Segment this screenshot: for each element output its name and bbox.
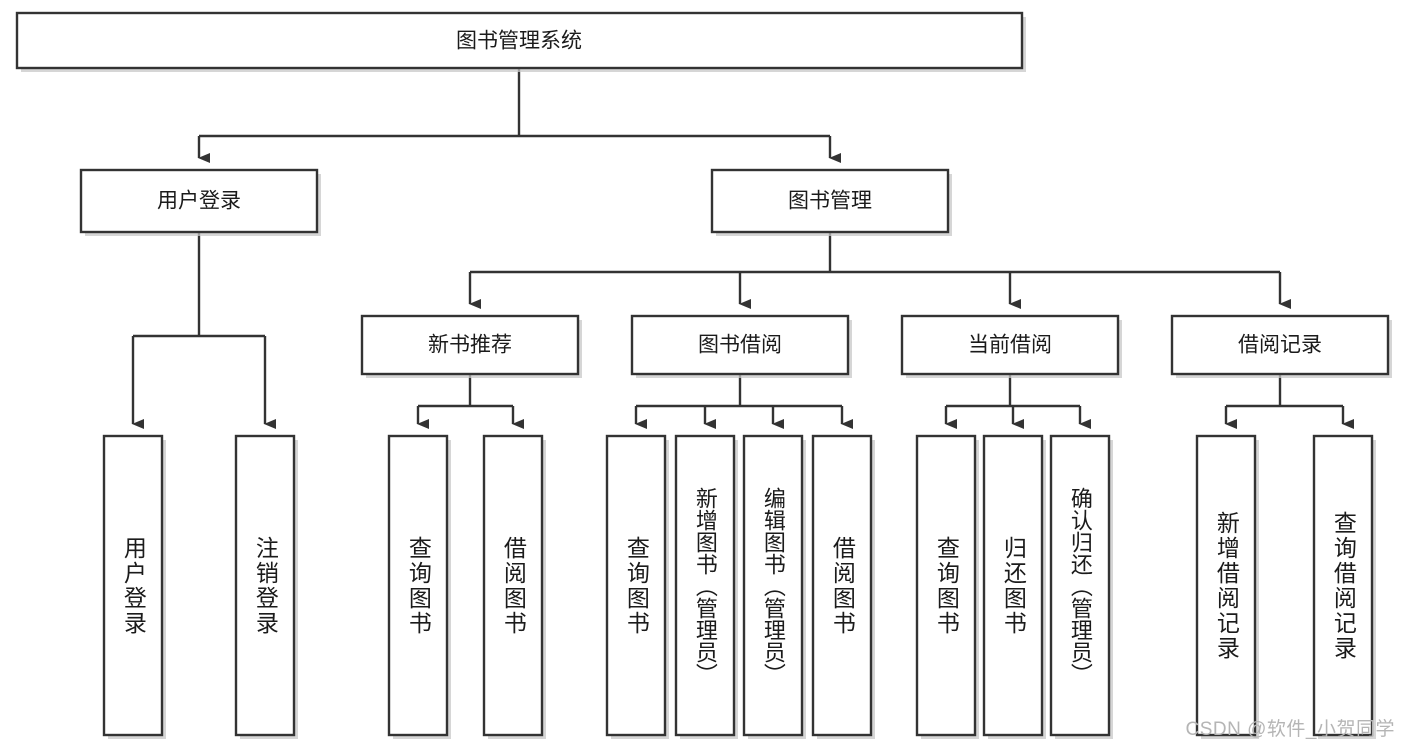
node-book-borrow-rect — [630, 314, 850, 376]
connector-group-book-manage-to-level3 — [468, 232, 1291, 309]
leaf-group-borrow-record — [1195, 434, 1376, 739]
leaf-group-book-borrow — [605, 434, 875, 739]
node-book-manage[interactable]: 图书管理 — [710, 168, 952, 236]
leaf-add-book-rect[interactable] — [674, 434, 736, 737]
node-book-manage-rect — [710, 168, 950, 234]
leaf-query-book-2-rect[interactable] — [605, 434, 667, 737]
node-current-borrow-rect — [900, 314, 1120, 376]
connector-group-borrow-record-to-leaves — [1224, 374, 1354, 429]
leaf-group-new-book-recommend — [387, 434, 546, 739]
connector-group-root-to-level2 — [197, 68, 841, 163]
leaf-borrow-book-1-rect[interactable] — [482, 434, 544, 737]
leaf-confirm-return-rect[interactable] — [1049, 434, 1111, 737]
node-root-system[interactable]: 图书管理系统 — [15, 11, 1026, 72]
node-user-login-rect — [79, 168, 319, 234]
leaf-add-record-rect[interactable] — [1195, 434, 1257, 737]
connector-group-current-borrow-to-leaves — [944, 374, 1091, 429]
leaf-group-current-borrow — [915, 434, 1113, 739]
node-new-book-label: 新书推荐 — [428, 334, 512, 357]
node-borrow-record-rect — [1170, 314, 1390, 376]
leaf-logout-login-rect[interactable] — [234, 434, 296, 737]
node-new-book-recommend[interactable]: 新书推荐 — [360, 314, 582, 378]
connector-group-user-login-to-leaves — [131, 232, 276, 429]
node-borrow-record[interactable]: 借阅记录 — [1170, 314, 1392, 378]
node-root-rect — [15, 11, 1024, 70]
leaf-query-book-1-rect[interactable] — [387, 434, 449, 737]
node-book-manage-label: 图书管理 — [788, 190, 872, 213]
leaf-group-user-login — [102, 434, 298, 739]
node-user-login[interactable]: 用户登录 — [79, 168, 321, 236]
node-borrow-record-label: 借阅记录 — [1238, 334, 1322, 357]
leaf-query-record-rect[interactable] — [1312, 434, 1374, 737]
node-current-borrow-label: 当前借阅 — [968, 334, 1052, 357]
leaf-return-book-rect[interactable] — [982, 434, 1044, 737]
leaf-query-book-3-rect[interactable] — [915, 434, 977, 737]
connector-group-book-borrow-to-leaves — [634, 374, 853, 429]
node-new-book-rect — [360, 314, 580, 376]
leaf-edit-book-rect[interactable] — [742, 434, 804, 737]
node-book-borrow-label: 图书借阅 — [698, 334, 782, 357]
node-user-login-label: 用户登录 — [157, 190, 241, 213]
csdn-watermark: CSDN @软件_小贺同学 — [1185, 719, 1395, 740]
node-book-borrow[interactable]: 图书借阅 — [630, 314, 852, 378]
node-root-label: 图书管理系统 — [456, 30, 582, 53]
leaf-borrow-book-2-rect[interactable] — [811, 434, 873, 737]
connector-group-new-book-to-leaves — [416, 374, 524, 429]
node-current-borrow[interactable]: 当前借阅 — [900, 314, 1122, 378]
leaf-user-login-rect[interactable] — [102, 434, 164, 737]
